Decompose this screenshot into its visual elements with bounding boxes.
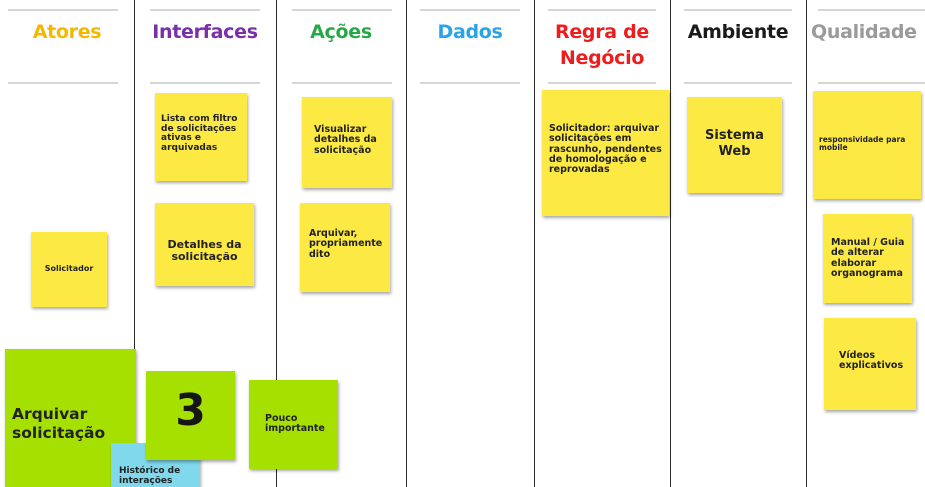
sticky-note-sistema-web[interactable]: Sistema Web: [687, 97, 782, 193]
sticky-note-solicitador[interactable]: Solicitador: [31, 232, 107, 307]
header-rule: [548, 9, 656, 11]
sticky-note-detalhes[interactable]: Detalhes da solicitação: [155, 203, 254, 286]
header-rule: [818, 9, 925, 11]
column-divider: [276, 0, 277, 487]
column-divider: [406, 0, 407, 487]
header-rule: [548, 82, 656, 84]
column-divider: [534, 0, 535, 487]
header-rule: [8, 9, 118, 11]
column-divider: [134, 0, 135, 487]
sticky-note-lista-filtro[interactable]: Lista com filtro de solicitações ativas …: [155, 93, 247, 181]
header-rule: [150, 82, 260, 84]
header-rule: [8, 82, 118, 84]
header-rule: [684, 82, 792, 84]
column-title-qualidade: Qualidade: [811, 21, 917, 43]
header-rule: [420, 9, 520, 11]
header-rule: [818, 82, 925, 84]
sticky-note-regra-solicitador[interactable]: Solicitador: arquivar solicitações em ra…: [542, 90, 669, 216]
header-rule: [150, 9, 260, 11]
header-rule: [420, 82, 520, 84]
column-title-interfaces: Interfaces: [152, 21, 258, 43]
sticky-note-responsividade[interactable]: responsividade para mobile: [813, 91, 921, 199]
priority-card-pouco-importante[interactable]: Pouco importante: [249, 380, 338, 469]
column-title-dados: Dados: [437, 21, 503, 43]
column-title-acoes: Ações: [310, 21, 372, 43]
column-title-regra-de-negocio: Regra de Negócio: [554, 21, 649, 69]
column-title-atores: Atores: [32, 21, 102, 43]
sticky-note-visualizar-detalhes[interactable]: Visualizar detalhes da solicitação: [302, 97, 392, 188]
sticky-note-videos[interactable]: Vídeos explicativos: [824, 318, 916, 410]
story-points-card[interactable]: 3: [146, 371, 235, 460]
story-card-arquivar-solicitacao[interactable]: Arquivar solicitação: [5, 349, 136, 487]
header-rule: [292, 9, 392, 11]
column-divider: [670, 0, 671, 487]
column-title-ambiente: Ambiente: [687, 21, 789, 43]
column-divider: [806, 0, 807, 487]
sticky-note-manual-guia[interactable]: Manual / Guia de alterar elaborar organo…: [823, 214, 912, 303]
header-rule: [684, 9, 792, 11]
header-rule: [292, 82, 392, 84]
sticky-note-arquivar-propriamente-dito[interactable]: Arquivar, propriamente dito: [300, 203, 390, 292]
